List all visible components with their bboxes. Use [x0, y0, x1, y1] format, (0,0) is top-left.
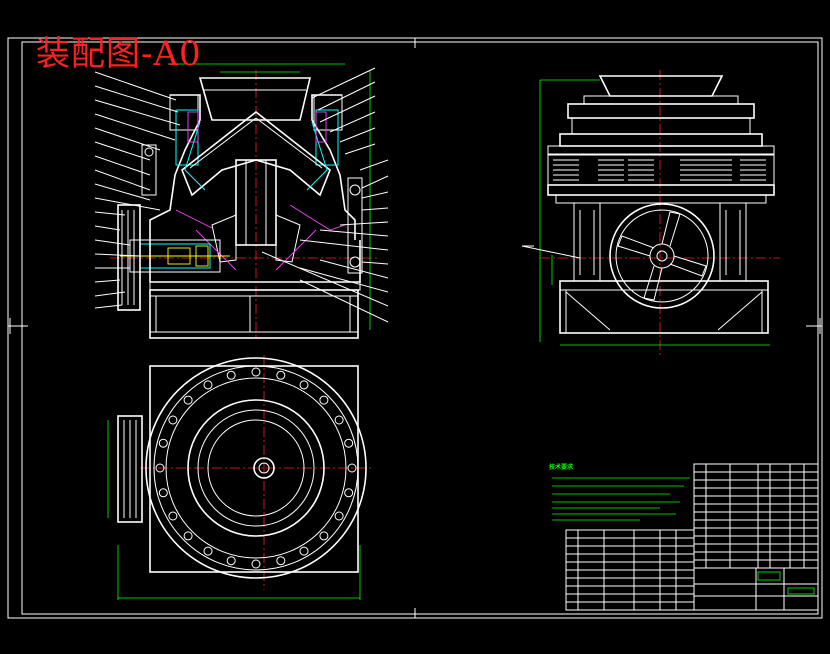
top-plan-view — [107, 355, 372, 600]
bolt-hole — [168, 415, 178, 425]
bolt-hole — [203, 546, 213, 556]
bolt-hole — [334, 415, 344, 425]
bolt-hole — [155, 463, 165, 473]
bolt-hole — [344, 438, 354, 448]
bolt-hole — [183, 531, 193, 541]
main-section-view — [94, 63, 389, 340]
left-leaders — [94, 71, 181, 309]
sheet-frame — [7, 37, 823, 619]
bolt-hole — [276, 370, 286, 380]
technical-requirements-block: 技术要求 — [549, 462, 689, 471]
springs-row — [547, 154, 775, 186]
bolt-hole — [344, 488, 354, 498]
title-block — [565, 529, 819, 611]
bolt-hole — [158, 488, 168, 498]
bolt-hole — [203, 380, 213, 390]
bolt-hole — [226, 370, 236, 380]
bolt-hole — [251, 559, 261, 569]
bolt-hole — [168, 511, 178, 521]
bolt-hole — [334, 511, 344, 521]
drawing-title: 装配图-A0 — [36, 34, 202, 74]
bolt-hole — [347, 463, 357, 473]
technical-requirements-title: 技术要求 — [549, 464, 574, 471]
bolt-hole — [251, 367, 261, 377]
bolt-hole — [319, 395, 329, 405]
technical-requirements — [552, 477, 690, 521]
bolt-hole — [183, 395, 193, 405]
bolt-hole — [276, 556, 286, 566]
right-leaders — [261, 67, 389, 323]
bolt-hole — [299, 380, 309, 390]
bolt-hole — [158, 438, 168, 448]
bolt-hole — [226, 556, 236, 566]
bolt-hole — [299, 546, 309, 556]
bolt-hole — [319, 531, 329, 541]
side-elevation-view — [521, 70, 780, 355]
parts-list — [693, 463, 819, 569]
